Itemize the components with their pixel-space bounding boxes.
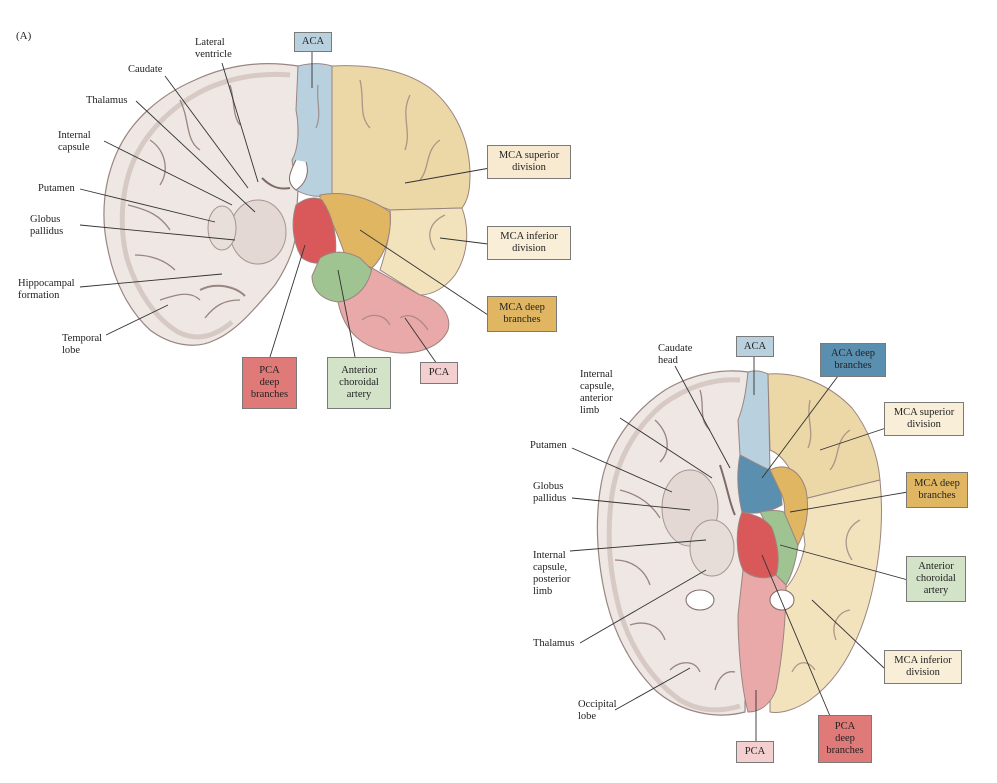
label-thalamus: Thalamus [86, 95, 128, 106]
label-internal-capsule: Internal capsule [58, 130, 91, 153]
axial-leader-lines [569, 357, 909, 742]
label-hippocampal-formation: Hippocampal formation [18, 278, 75, 301]
label-putamen: Putamen [38, 183, 75, 194]
coronal-section [103, 63, 471, 354]
coronal-leader-lines [79, 52, 491, 365]
label-globus-pallidus: Globus pallidus [30, 214, 64, 237]
axial-mca-inferior-territory [769, 479, 883, 713]
panel-label: (A) [16, 30, 32, 42]
label-caudate: Caudate [128, 64, 163, 75]
box-axial-mca-inferior: MCA inferior division [884, 650, 962, 684]
box-axial-pca: PCA [736, 741, 774, 763]
label-lateral-ventricle: Lateral ventricle [195, 37, 232, 60]
box-axial-anterior-choroidal: Anterior choroidal artery [906, 556, 966, 602]
box-axial-aca: ACA [736, 336, 774, 357]
box-coronal-aca: ACA [294, 32, 332, 52]
label-caudate-head: Caudate head [658, 343, 693, 366]
label-occipital-lobe: Occipital lobe [578, 699, 617, 722]
box-axial-aca-deep: ACA deep branches [820, 343, 886, 377]
axial-section [596, 370, 883, 716]
coronal-mca-superior-territory [331, 65, 471, 211]
axial-mca-deep-territory [769, 466, 809, 546]
label-internal-capsule-posterior: Internal capsule, posterior limb [533, 550, 571, 597]
box-axial-mca-superior: MCA superior division [884, 402, 964, 436]
box-coronal-mca-deep: MCA deep branches [487, 296, 557, 332]
axial-aca-deep-territory [737, 454, 783, 514]
label-axial-globus-pallidus: Globus pallidus [533, 481, 567, 504]
box-coronal-mca-inferior: MCA inferior division [487, 226, 571, 260]
box-coronal-mca-superior: MCA superior division [487, 145, 571, 179]
axial-mca-superior-territory [767, 373, 881, 501]
box-axial-pca-deep: PCA deep branches [818, 715, 872, 763]
label-internal-capsule-anterior: Internal capsule, anterior limb [580, 369, 615, 416]
box-axial-mca-deep: MCA deep branches [906, 472, 968, 508]
box-coronal-anterior-choroidal: Anterior choroidal artery [327, 357, 391, 409]
box-coronal-pca: PCA [420, 362, 458, 384]
label-axial-putamen: Putamen [530, 440, 567, 451]
label-axial-thalamus: Thalamus [533, 638, 575, 649]
label-temporal-lobe: Temporal lobe [62, 333, 103, 356]
box-coronal-pca-deep: PCA deep branches [242, 357, 297, 409]
coronal-pca-territory [337, 267, 450, 354]
